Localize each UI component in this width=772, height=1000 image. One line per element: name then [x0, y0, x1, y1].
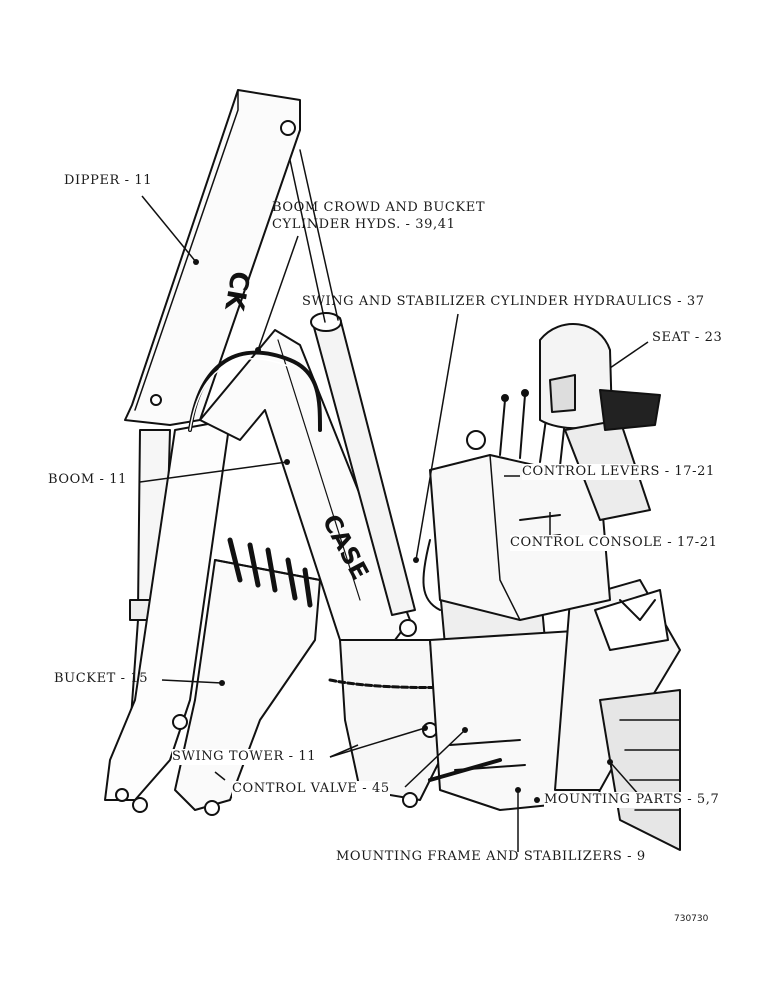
leader-seat: [609, 341, 649, 369]
callout-boom: BOOM - 11: [48, 472, 128, 487]
callout-control-valve: CONTROL VALVE - 45: [232, 781, 390, 797]
swing-tower: [339, 639, 441, 801]
hydraulic-hose: [188, 350, 322, 432]
callout-seat: SEAT - 23: [652, 330, 723, 345]
dipper-arm-edge: [134, 89, 239, 411]
callout-control-levers: CONTROL LEVERS - 17-21: [522, 464, 715, 480]
callout-swing-tower: SWING TOWER - 11: [172, 749, 317, 765]
leader-control-valve: [404, 729, 466, 788]
leader-boom: [139, 461, 288, 483]
leader-bucket: [161, 679, 223, 684]
callout-boom-crowd-line1: BOOM CROWD AND BUCKET: [272, 200, 486, 215]
dipper-pin-low: [150, 394, 162, 406]
leader-dipper: [141, 195, 197, 263]
seat-bracket: [599, 389, 661, 431]
control-levers: [499, 394, 566, 467]
callout-boom-crowd-line2: CYLINDER HYDS. - 39,41: [272, 217, 456, 232]
dipper-pin-top: [280, 120, 296, 136]
callout-bucket: BUCKET - 15: [54, 671, 149, 686]
leader-mounting-parts: [609, 761, 641, 797]
figure-number: 730730: [674, 914, 709, 924]
leader-swing-tower-2: [329, 744, 359, 758]
leader-swing-stab: [415, 313, 459, 561]
leader-swing-tower-1: [329, 727, 426, 758]
callout-mounting-frame: MOUNTING FRAME AND STABILIZERS - 9: [336, 849, 646, 864]
callout-control-console: CONTROL CONSOLE - 17-21: [510, 535, 718, 551]
callout-dipper: DIPPER - 11: [64, 173, 153, 188]
callout-swing-stabilizer: SWING AND STABILIZER CYLINDER HYDRAULICS…: [302, 294, 705, 309]
leader-boom-crowd: [257, 235, 299, 351]
leader-control-valve-2: [214, 771, 226, 781]
callout-mounting-parts: MOUNTING PARTS - 5,7: [544, 792, 720, 808]
tractor-rear: [599, 689, 681, 851]
bucket: [174, 559, 321, 811]
dipper-decal: CK: [218, 269, 255, 314]
dipper-arm: [124, 89, 301, 426]
